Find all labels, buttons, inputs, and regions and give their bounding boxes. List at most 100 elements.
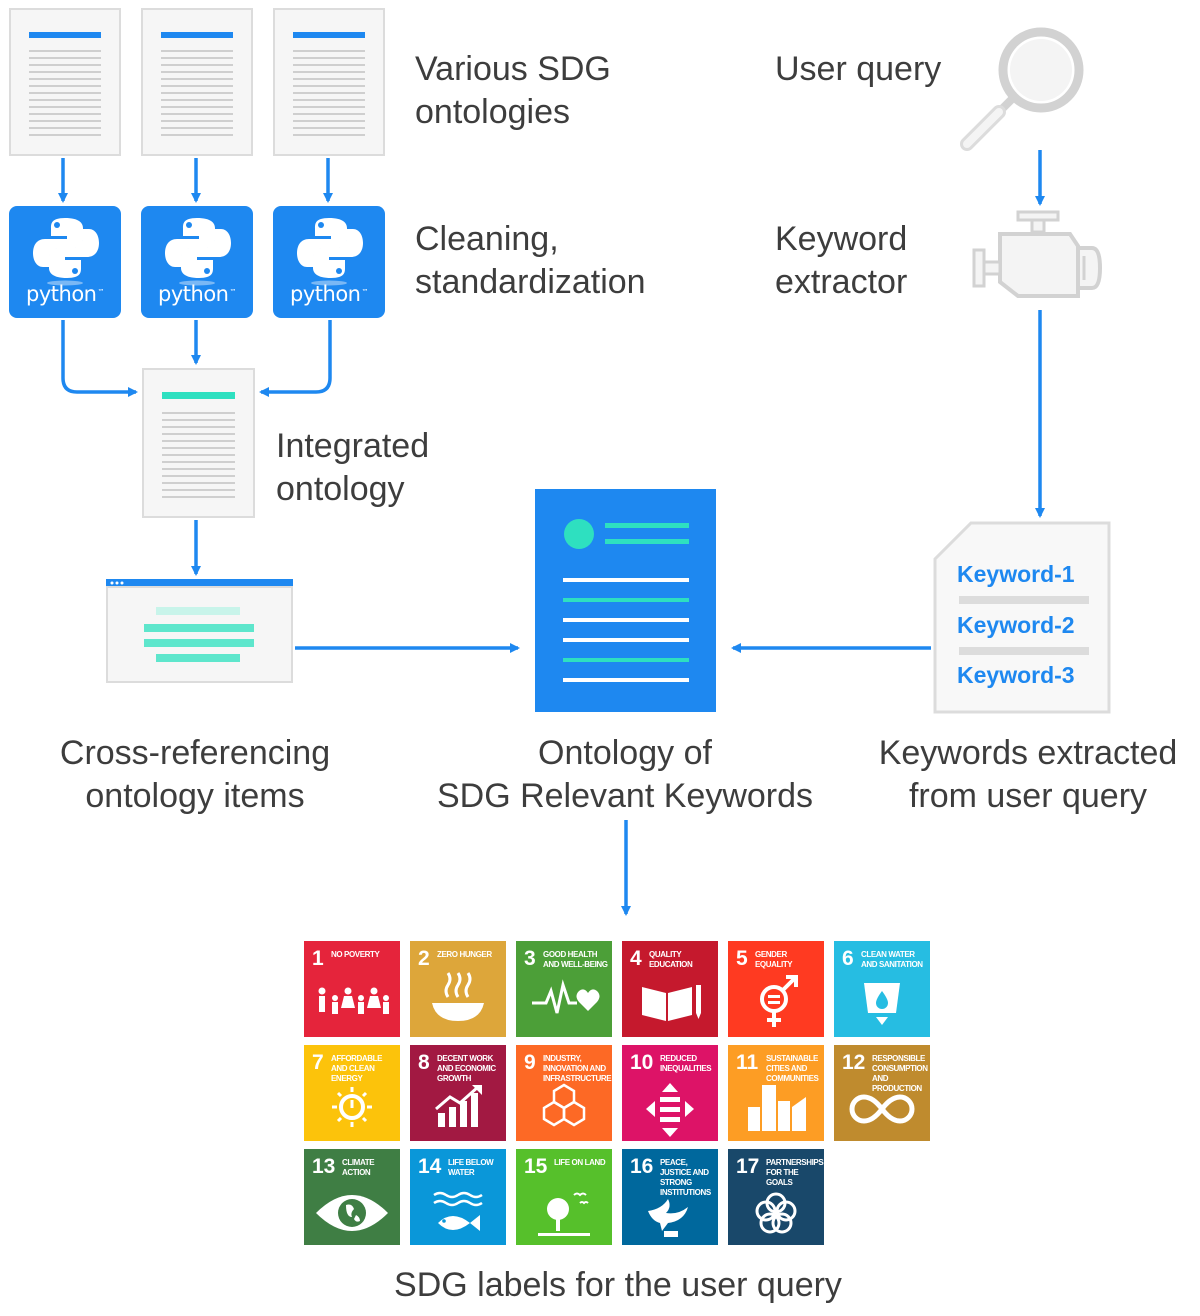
integrated-ontology-label: Integrated ontology bbox=[276, 425, 429, 511]
ontology-keywords-label: Ontology of SDG Relevant Keywords bbox=[400, 732, 850, 818]
sdg-number: 9 bbox=[524, 1051, 536, 1074]
sdg-tile-6: 6 Clean water and sanitation bbox=[834, 941, 930, 1037]
ontology-keywords-line-2: SDG Relevant Keywords bbox=[436, 777, 814, 815]
ontology-keywords-line-1: Ontology of bbox=[538, 734, 712, 772]
sdg-number: 12 bbox=[842, 1051, 866, 1074]
sdg-number: 6 bbox=[842, 947, 854, 970]
sdg-number: 13 bbox=[312, 1155, 336, 1178]
bowl-icon bbox=[432, 972, 484, 1021]
sdg-tile-17: 17 Partnerships for the goals bbox=[728, 1149, 824, 1245]
various-ontologies-line-1: Various SDG bbox=[415, 50, 611, 88]
sdg-tile-15: 15 Life on land bbox=[516, 1149, 612, 1245]
document-lines-icon bbox=[162, 392, 235, 498]
python-logo-text: python™ bbox=[158, 282, 236, 306]
sdg-name: Life on land bbox=[554, 1158, 606, 1167]
sdg-name: Partnerships for the goals bbox=[766, 1158, 824, 1187]
python-logo-icon bbox=[165, 218, 231, 286]
gender-icon bbox=[760, 975, 798, 1027]
sdg-tile-3: 3 Good health and well-being bbox=[516, 941, 612, 1037]
keywords-extracted-label: Keywords extracted from user query bbox=[856, 732, 1200, 818]
sdg-tile-8: 8 Decent work and economic growth bbox=[410, 1045, 506, 1141]
integrated-line-1: Integrated bbox=[276, 427, 430, 465]
python-cleaning-box-1: python™ bbox=[9, 206, 121, 318]
browser-window-icon bbox=[106, 579, 293, 683]
rings-icon bbox=[755, 1192, 797, 1234]
sdg-name: Good health and well-being bbox=[543, 950, 608, 969]
sdg-number: 3 bbox=[524, 947, 536, 970]
infinity-icon bbox=[849, 1094, 915, 1124]
sdg-tile-13: 13 Climate action bbox=[304, 1149, 400, 1245]
cross-ref-line-2: ontology items bbox=[85, 777, 305, 815]
sdg-ontology-document-3 bbox=[273, 8, 385, 156]
keyword-extractor-line-1: Keyword bbox=[775, 220, 908, 258]
sun-power-icon bbox=[332, 1087, 372, 1127]
sdg-name: Quality education bbox=[649, 950, 693, 969]
sdg-number: 17 bbox=[736, 1155, 760, 1178]
python-cleaning-box-2: python™ bbox=[141, 206, 253, 318]
cleaning-line-1: Cleaning, bbox=[415, 220, 559, 258]
profile-document-icon bbox=[563, 519, 689, 682]
python-logo-text: python™ bbox=[26, 282, 104, 306]
sdg-tile-16: 16 Peace, justice and strong institution… bbox=[622, 1149, 718, 1245]
sdg-tile-2: 2 Zero hunger bbox=[410, 941, 506, 1037]
sdg-name: Life below water bbox=[448, 1158, 494, 1177]
arrow-python1-to-integrated bbox=[61, 320, 138, 397]
document-lines-icon bbox=[29, 32, 101, 136]
keyword-card-shape bbox=[933, 521, 1111, 714]
sdg-tile-9: 9 Industry, innovation and infrastructur… bbox=[516, 1045, 612, 1141]
arrow-python3-to-integrated bbox=[259, 320, 332, 397]
sdg-name: Decent work and economic growth bbox=[437, 1054, 496, 1083]
sdg-name: Reduced inequalities bbox=[660, 1054, 712, 1073]
cubes-icon bbox=[542, 1083, 586, 1127]
heartbeat-icon bbox=[532, 979, 600, 1014]
document-lines-icon bbox=[293, 32, 365, 136]
tree-icon bbox=[538, 1192, 590, 1236]
sdg-name: Industry, innovation and infrastructure bbox=[543, 1054, 612, 1083]
sdg-number: 15 bbox=[524, 1155, 548, 1178]
integrated-line-2: ontology bbox=[276, 470, 405, 508]
keyword-extractor-line-2: extractor bbox=[775, 263, 908, 301]
city-icon bbox=[748, 1085, 806, 1131]
sdg-tile-14: 14 Life below water bbox=[410, 1149, 506, 1245]
sdg-number: 5 bbox=[736, 947, 748, 970]
sdg-name: Sustainable cities and communities bbox=[766, 1054, 819, 1083]
sdg-name: Gender equality bbox=[755, 950, 793, 969]
keyword-1: Keyword-1 bbox=[957, 561, 1075, 587]
sdg-name: Clean water and sanitation bbox=[861, 950, 923, 969]
sdg-ontology-document-2 bbox=[141, 8, 253, 156]
sdg-number: 2 bbox=[418, 947, 430, 970]
sdg-number: 8 bbox=[418, 1051, 430, 1074]
sdg-tile-12: 12 Responsible consumption and productio… bbox=[834, 1045, 930, 1141]
user-query-label: User query bbox=[775, 48, 941, 91]
sdg-number: 10 bbox=[630, 1051, 654, 1074]
sdg-name: Zero hunger bbox=[437, 950, 492, 959]
sdg-ontology-document-1 bbox=[9, 8, 121, 156]
sdg-number: 16 bbox=[630, 1155, 654, 1178]
book-icon bbox=[642, 985, 701, 1021]
family-icon bbox=[318, 987, 389, 1014]
keyword-ontology-document bbox=[535, 489, 716, 712]
integrated-ontology-document bbox=[142, 368, 255, 518]
keyword-2: Keyword-2 bbox=[957, 612, 1075, 638]
extracted-keywords-card bbox=[933, 521, 1111, 714]
sdg-name: Peace, justice and strong institutions bbox=[660, 1158, 711, 1197]
sdg-tile-1: 1 No poverty bbox=[304, 941, 400, 1037]
sdg-number: 11 bbox=[736, 1051, 759, 1074]
user-query-text: User query bbox=[775, 50, 942, 88]
sdg-number: 1 bbox=[312, 947, 324, 970]
sdg-name: Affordable and clean energy bbox=[331, 1054, 383, 1083]
python-cleaning-box-3: python™ bbox=[273, 206, 385, 318]
water-drop-icon bbox=[864, 983, 900, 1025]
cross-ref-line-1: Cross-referencing bbox=[59, 734, 331, 772]
cleaning-label: Cleaning, standardization bbox=[415, 218, 646, 304]
sdg-number: 4 bbox=[630, 947, 642, 970]
sdg-name: Responsible consumption and production bbox=[872, 1054, 928, 1093]
keyword-3: Keyword-3 bbox=[957, 662, 1075, 688]
dove-icon bbox=[648, 1199, 688, 1237]
sdg-tile-11: 11 Sustainable cities and communities bbox=[728, 1045, 824, 1141]
python-logo-text: python™ bbox=[290, 282, 368, 306]
equal-arrows-icon bbox=[646, 1083, 694, 1137]
various-ontologies-label: Various SDG ontologies bbox=[415, 48, 611, 134]
eye-globe-icon bbox=[316, 1195, 388, 1231]
sdg-labels-caption: SDG labels for the user query bbox=[318, 1264, 918, 1307]
